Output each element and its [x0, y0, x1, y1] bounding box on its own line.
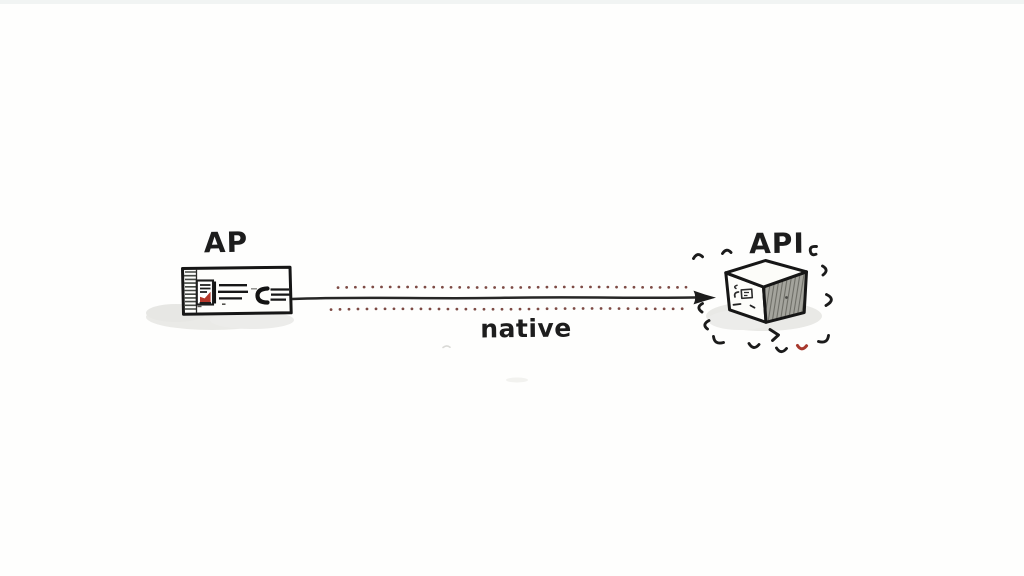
ap-node — [146, 265, 294, 330]
dotted-line-bottom — [329, 307, 691, 311]
arrow-line — [291, 296, 699, 301]
card-hatch — [184, 271, 196, 310]
arrow-head — [693, 290, 716, 305]
ap-node-label: AP — [203, 225, 249, 260]
top-edge-artifact — [0, 0, 1024, 4]
sparkle-mark — [821, 264, 828, 277]
sparkle-mark — [747, 342, 761, 349]
sparkle-mark — [692, 253, 704, 260]
bracket-icon — [255, 286, 290, 305]
sparkle-mark — [721, 248, 733, 255]
api-node — [692, 244, 833, 354]
text-lines-icon — [213, 281, 257, 305]
sparkle-mark — [712, 335, 725, 345]
faint-smudges — [442, 345, 528, 383]
ap-card — [181, 265, 293, 316]
sparkle-mark — [808, 244, 818, 257]
sparkle-mark — [768, 328, 780, 342]
sparkle-mark — [824, 293, 833, 307]
document-icon — [195, 279, 215, 308]
sparkle-mark — [697, 302, 704, 314]
flow-arrow — [291, 285, 716, 311]
api-node-label: API — [749, 226, 805, 261]
sparkle-mark — [775, 346, 788, 354]
cube-icon — [724, 259, 808, 324]
dotted-line-top — [336, 285, 688, 289]
cube-logo-glyph — [732, 284, 756, 309]
cube-top-face — [724, 259, 808, 289]
sparkle-marks — [692, 244, 833, 354]
edge-label: native — [480, 313, 572, 344]
sparkle-mark — [703, 319, 711, 331]
red-sparkle-mark — [795, 343, 809, 351]
sparkle-mark — [817, 334, 830, 344]
